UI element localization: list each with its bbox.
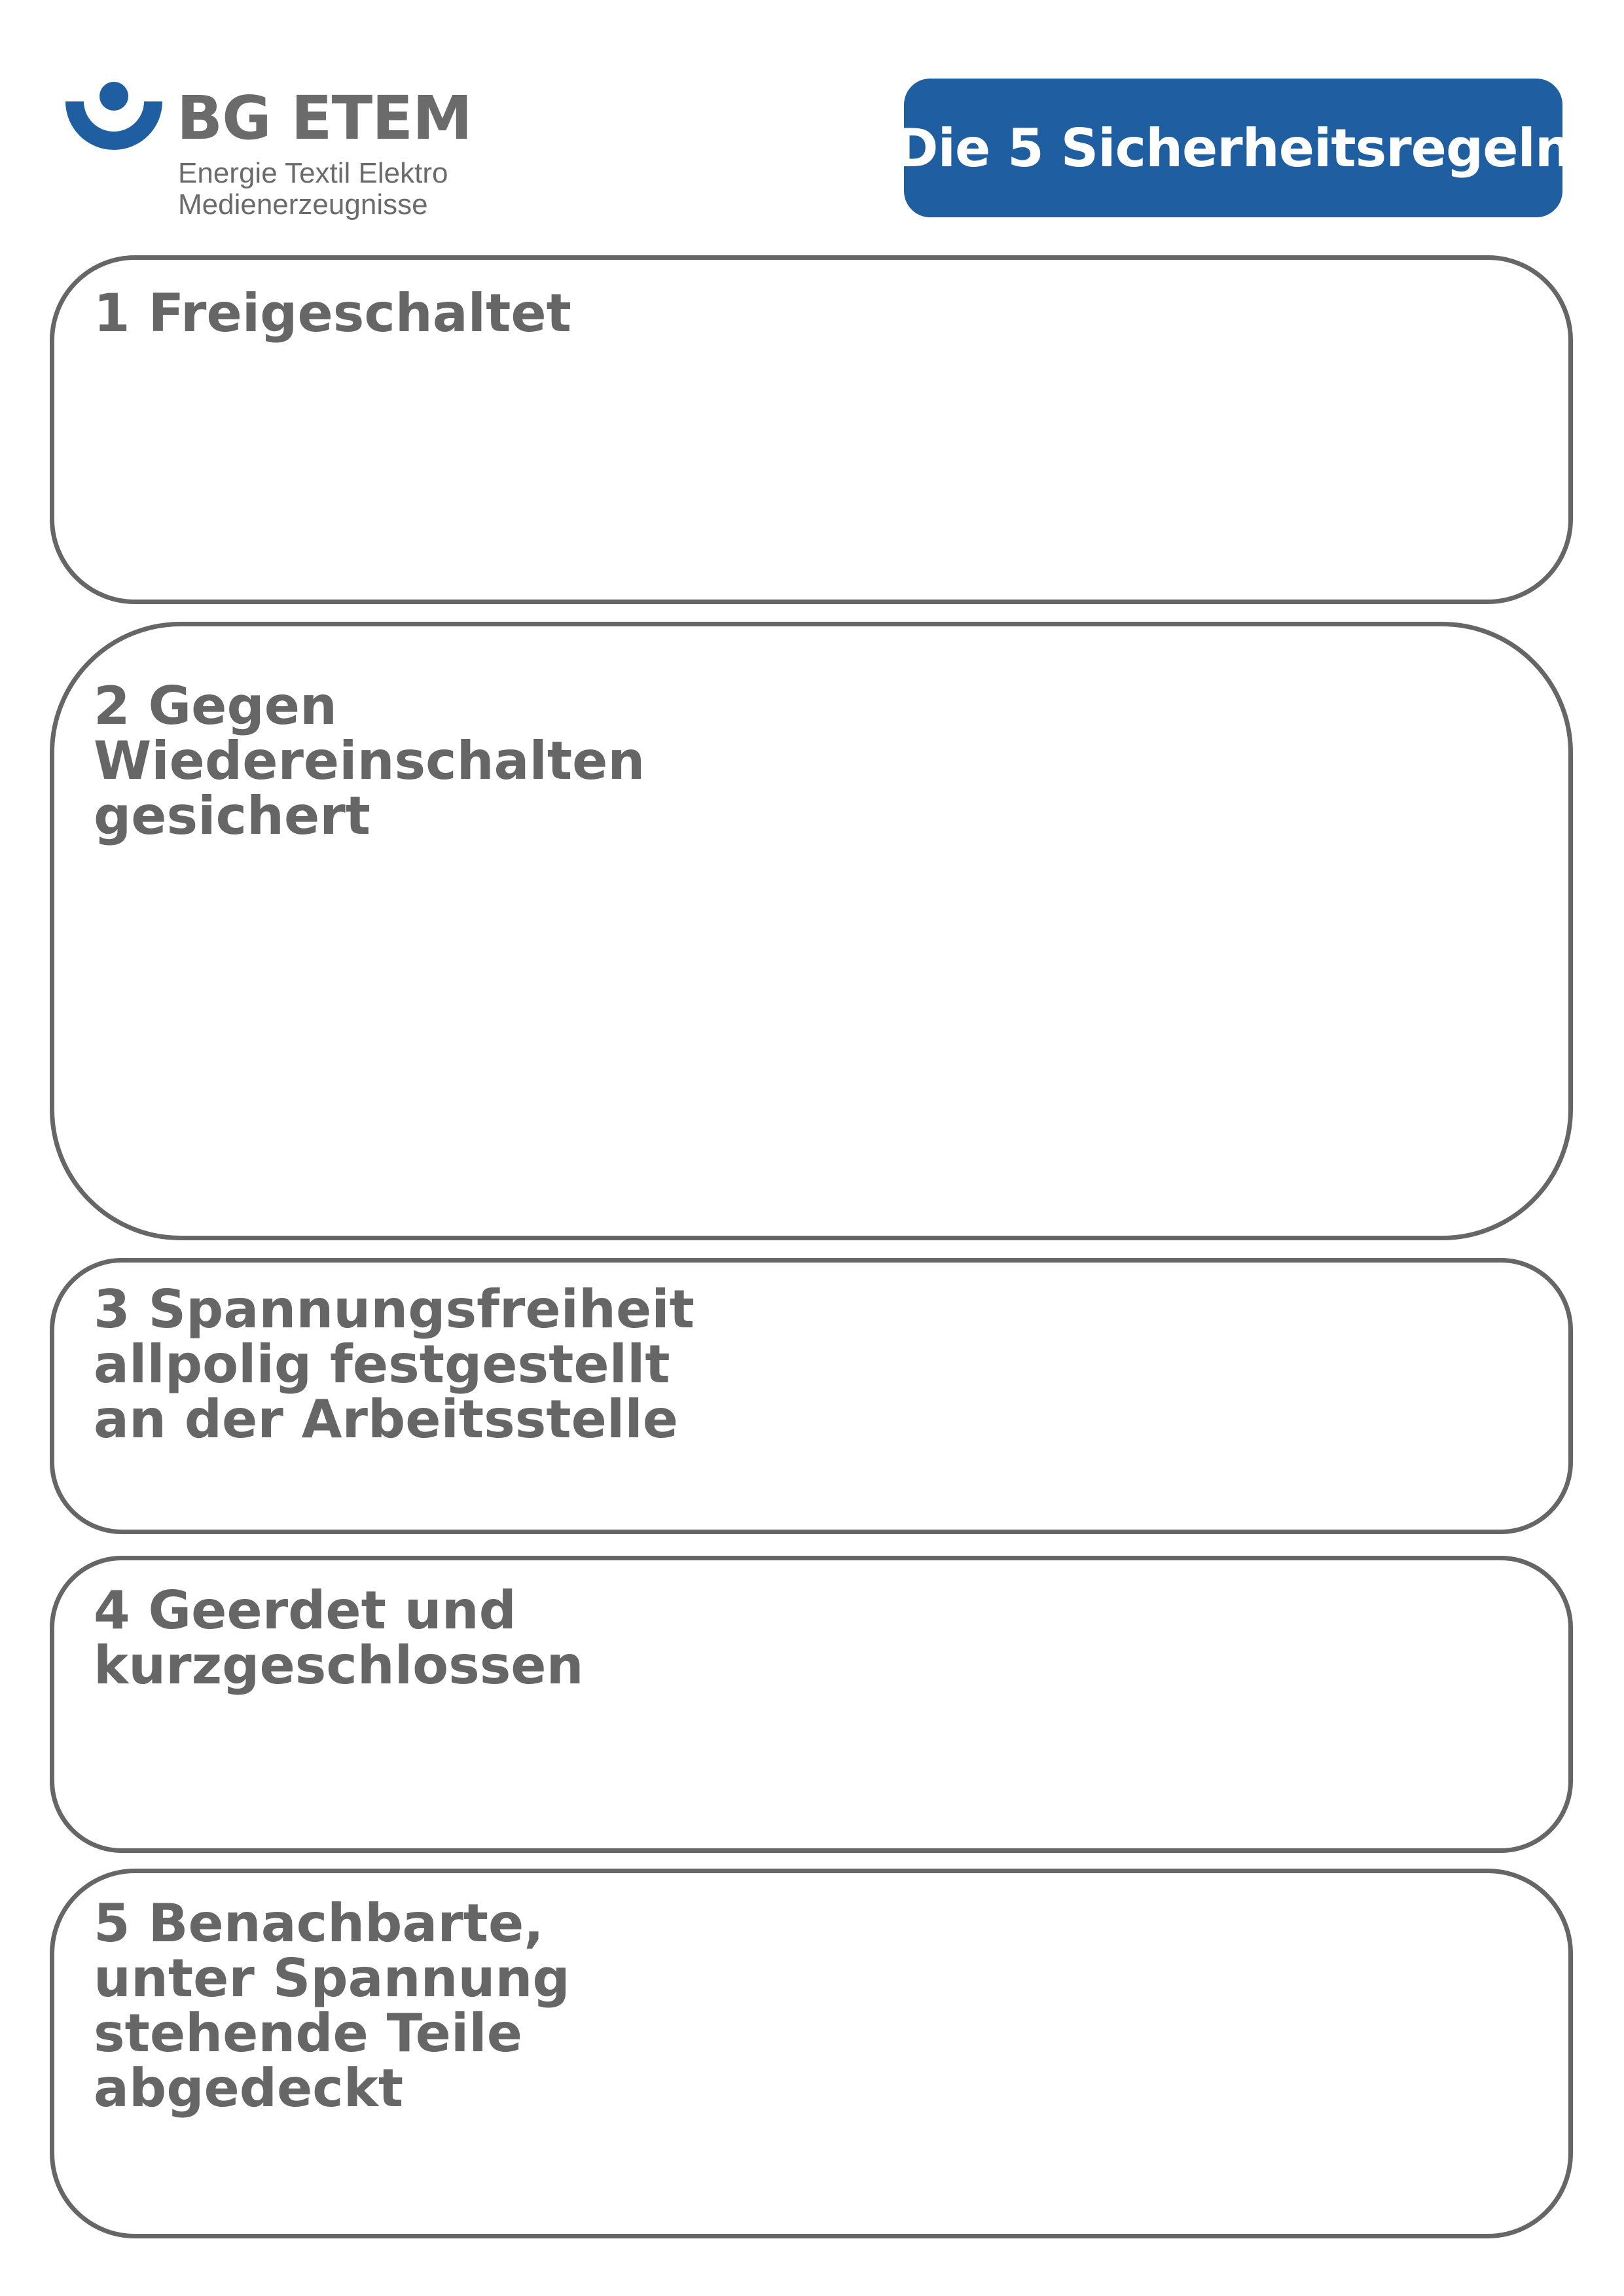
title-badge: Die 5 Sicherheitsregeln <box>895 79 1572 217</box>
bg-etem-logo-mark-icon <box>65 82 162 150</box>
rule-3-text: 3 Spannungsfreiheit allpolig festgestell… <box>94 1279 695 1450</box>
rule-box-3: 3 Spannungsfreiheit allpolig festgestell… <box>50 1258 1573 1534</box>
rule-1-text: 1 Freigeschaltet <box>94 283 571 344</box>
logo-name: BG ETEM <box>177 83 473 153</box>
rule-2-text: 2 Gegen Wiedereinschalten gesichert <box>94 675 645 846</box>
rule-box-2: 2 Gegen Wiedereinschalten gesichert <box>50 622 1573 1240</box>
rule-box-4: 4 Geerdet und kurzgeschlossen <box>50 1556 1573 1853</box>
rule-5-text: 5 Benachbarte, unter Spannung stehende T… <box>94 1893 570 2119</box>
logo-subtitle-line-1: Energie Textil Elektro <box>178 157 448 189</box>
bg-etem-logo: BG ETEM Energie Textil Elektro Medienerz… <box>65 82 473 226</box>
rule-4-text: 4 Geerdet und kurzgeschlossen <box>94 1580 584 1696</box>
logo-subtitle-line-2: Medienerzeugnisse <box>178 188 428 221</box>
rule-box-5: 5 Benachbarte, unter Spannung stehende T… <box>50 1869 1573 2238</box>
page-title: Die 5 Sicherheitsregeln <box>895 117 1572 179</box>
rule-box-1: 1 Freigeschaltet <box>50 255 1573 604</box>
